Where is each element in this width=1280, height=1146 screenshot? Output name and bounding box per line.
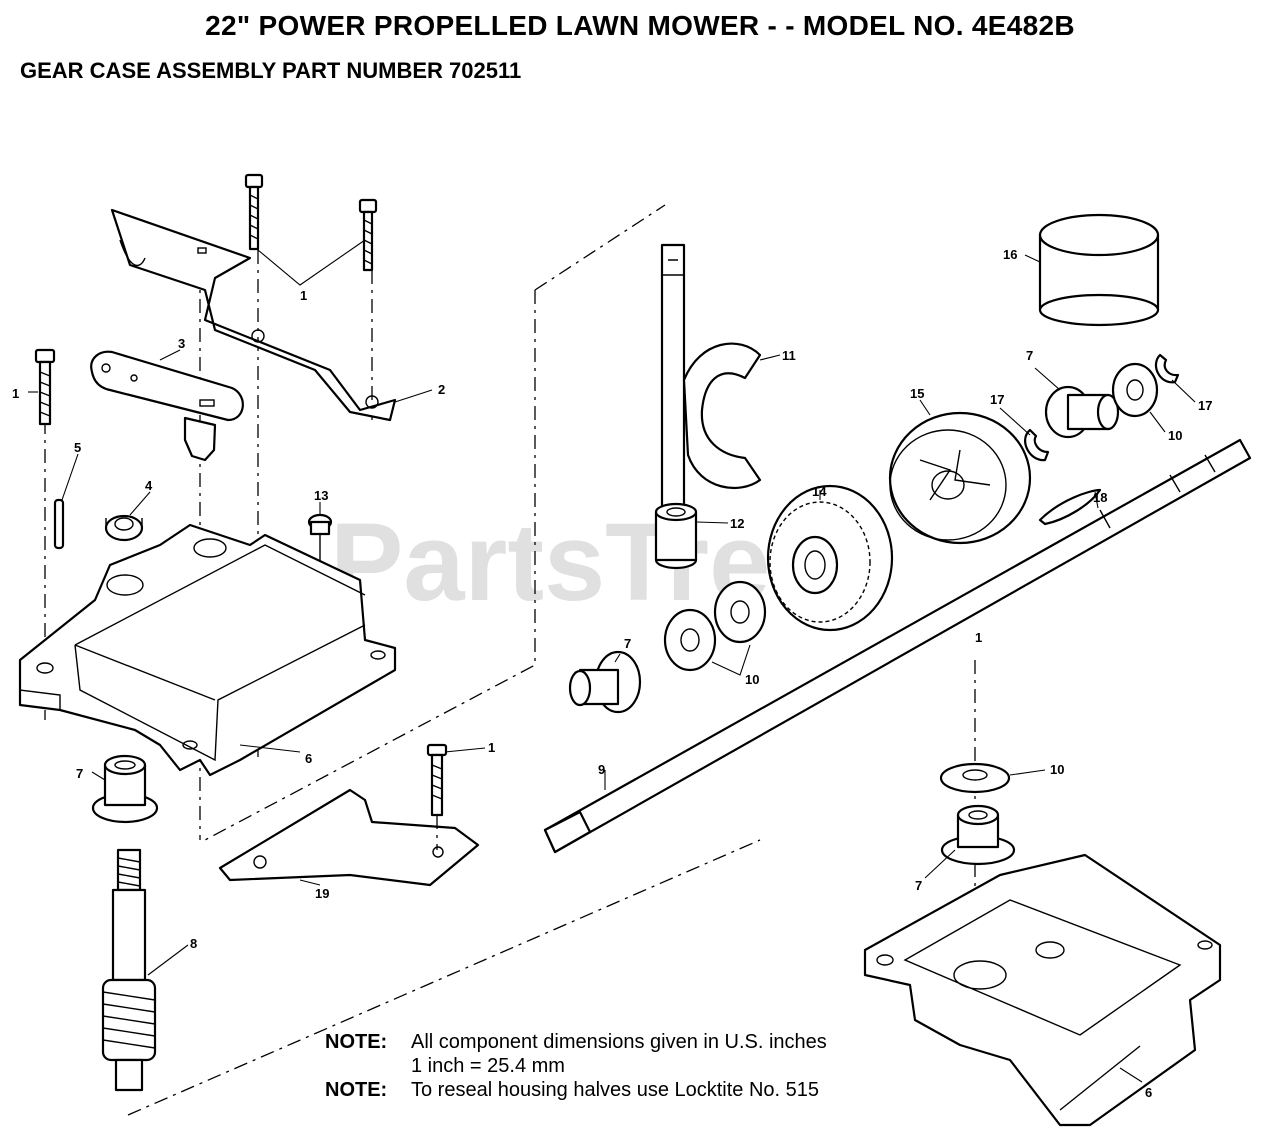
leader-17-right	[1171, 379, 1196, 403]
part-9-axle-shaft	[543, 438, 1252, 854]
callout-10-top: 10	[1168, 428, 1182, 443]
part-16-cap	[1038, 213, 1160, 327]
leader-3	[159, 349, 181, 361]
callout-7-middle: 7	[624, 636, 631, 651]
callout-12: 12	[730, 516, 744, 531]
part-19-plate	[218, 788, 480, 887]
part-1-bolt-left	[34, 348, 56, 426]
part-1-bolt-top-right	[358, 198, 378, 272]
note-dimensions: NOTE: All component dimensions given in …	[325, 1030, 827, 1078]
callout-8: 8	[190, 936, 197, 951]
callout-19: 19	[315, 886, 329, 901]
callout-6-lower: 6	[1145, 1085, 1152, 1100]
leader-12	[696, 521, 729, 524]
note-text-line: To reseal housing halves use Locktite No…	[411, 1079, 820, 1101]
callout-7-lower: 7	[915, 878, 922, 893]
callout-1-lower: 1	[488, 740, 495, 755]
callout-14: 14	[812, 484, 827, 499]
leader-11	[759, 354, 781, 361]
notes-block: NOTE: All component dimensions given in …	[325, 1030, 827, 1102]
callout-11: 11	[782, 348, 796, 363]
part-8-worm-shaft	[101, 848, 157, 1092]
part-17-clip-right	[1154, 353, 1180, 384]
part-7-bushing-top	[1044, 385, 1120, 439]
note-text-line: All component dimensions given in U.S. i…	[411, 1031, 827, 1053]
leader-2	[394, 389, 433, 403]
callout-2: 2	[438, 382, 445, 397]
leader-6-lower	[1119, 1067, 1143, 1083]
callout-3: 3	[178, 336, 185, 351]
part-15-clutch	[888, 411, 1032, 545]
part-5-pin	[53, 498, 65, 550]
boundary-line-top	[534, 204, 666, 291]
part-10-washer-lower	[939, 762, 1011, 794]
part-7-bushing-middle	[568, 650, 642, 714]
part-1-bolt-lower	[426, 743, 448, 850]
part-12-sleeve	[654, 502, 698, 570]
note-label: NOTE:	[325, 1079, 388, 1101]
leader-1-top	[257, 239, 366, 286]
boundary-line-left	[204, 290, 536, 841]
part-6-upper-housing	[18, 523, 397, 777]
note-label: NOTE:	[325, 1031, 388, 1053]
callout-7-left: 7	[76, 766, 83, 781]
leader-10-lower	[1009, 769, 1046, 776]
note-text-line: 1 inch = 25.4 mm	[411, 1055, 565, 1077]
part-4-nut	[104, 514, 144, 542]
part-17-clip-center	[1024, 428, 1050, 462]
callout-1-top: 1	[300, 288, 307, 303]
callout-6-upper: 6	[305, 751, 312, 766]
callout-16: 16	[1003, 247, 1017, 262]
callout-10-middle: 10	[745, 672, 759, 687]
callout-9: 9	[598, 762, 605, 777]
note-reseal: NOTE: To reseal housing halves use Lockt…	[325, 1078, 827, 1102]
part-10-washer-top	[1111, 362, 1159, 418]
callout-4: 4	[145, 478, 153, 493]
leader-15	[919, 399, 931, 416]
leader-5	[61, 453, 79, 501]
callout-17-right: 17	[1198, 398, 1212, 413]
leader-7-lower	[924, 849, 956, 879]
leader-10-middle	[711, 644, 751, 676]
part-3-lever	[90, 350, 244, 462]
callout-1-left: 1	[12, 386, 19, 401]
leader-8	[147, 944, 189, 976]
callout-10-lower: 10	[1050, 762, 1064, 777]
part-14-gear	[766, 484, 894, 632]
leader-7-left	[91, 771, 106, 781]
leader-1-lower	[444, 747, 486, 753]
callout-18: 18	[1093, 490, 1107, 505]
callout-13: 13	[314, 488, 328, 503]
callout-1-right: 1	[975, 630, 982, 645]
leader-7-middle	[614, 653, 621, 663]
part-2-bracket	[110, 208, 397, 422]
leader-6-upper	[239, 744, 301, 753]
callout-5: 5	[74, 440, 81, 455]
leader-16	[1024, 254, 1041, 263]
leader-10-top	[1149, 411, 1166, 433]
part-18-key	[1038, 488, 1102, 526]
callout-17-center: 17	[990, 392, 1004, 407]
part-7-bushing-left	[91, 754, 159, 824]
part-11-shift-fork	[660, 243, 762, 522]
leader-18	[1094, 491, 1099, 509]
leader-17-center	[999, 407, 1031, 436]
leader-7-top	[1034, 367, 1061, 391]
page-subtitle: GEAR CASE ASSEMBLY PART NUMBER 702511	[20, 58, 522, 83]
callout-15: 15	[910, 386, 924, 401]
part-7-bushing-lower	[940, 804, 1016, 866]
part-1-bolt-top-left	[244, 173, 264, 251]
page-title: 22" POWER PROPELLED LAWN MOWER - - MODEL…	[205, 10, 1075, 41]
leader-19	[299, 879, 321, 886]
part-6-lower-housing	[863, 853, 1222, 1127]
part-13-plug	[307, 513, 333, 594]
callout-7-top: 7	[1026, 348, 1033, 363]
leader-4	[129, 491, 151, 516]
part-10-washers-middle	[663, 580, 767, 672]
